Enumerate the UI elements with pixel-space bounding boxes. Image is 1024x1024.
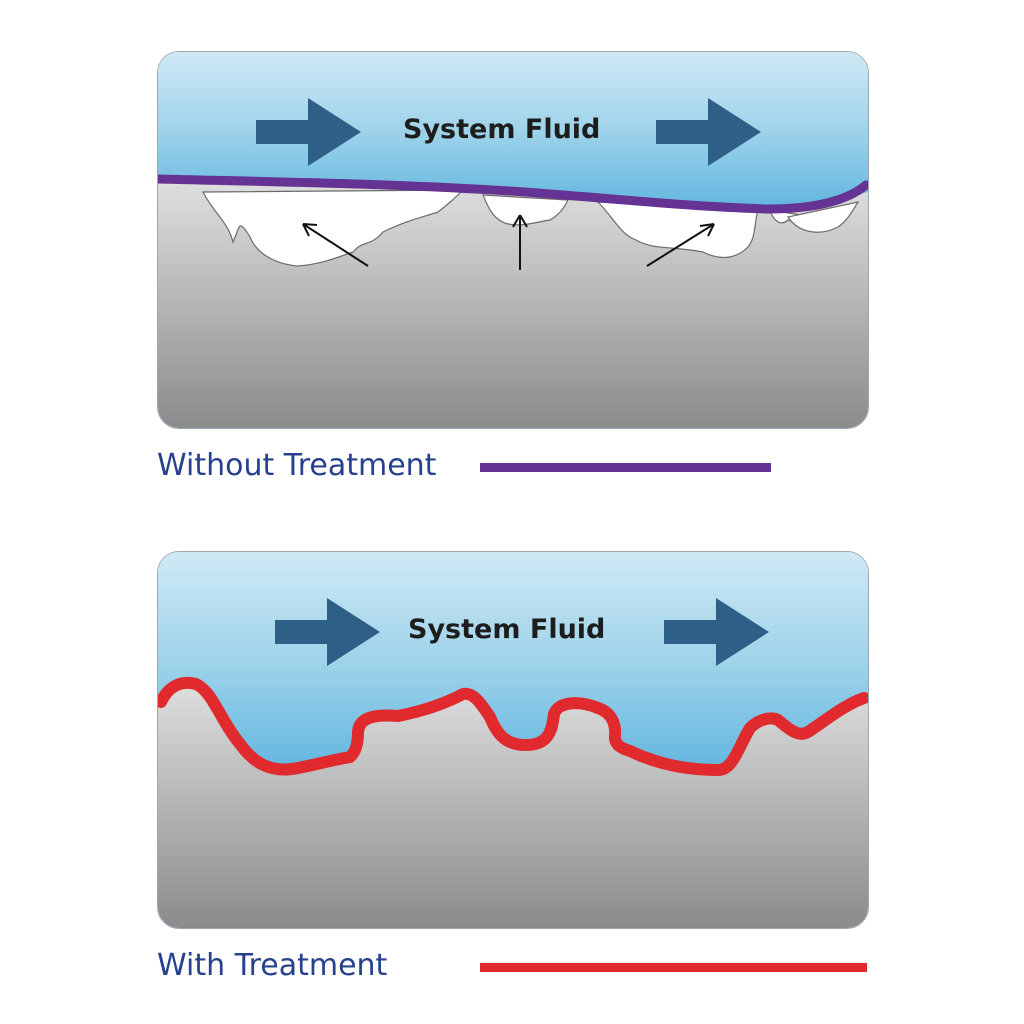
- surface-pits: [202, 189, 860, 267]
- fluid-label: System Fluid: [403, 114, 601, 145]
- boundary-line: [158, 174, 868, 214]
- fluid-label: System Fluid: [408, 614, 606, 645]
- force-arrow-icon: [302, 223, 369, 267]
- diagram-panel-with-treatment: System Fluid: [157, 551, 869, 929]
- flow-arrow-icon: [275, 598, 380, 666]
- legend-label-with-treatment: With Treatment: [157, 948, 388, 983]
- force-arrow-icon: [512, 214, 528, 270]
- flow-arrow-icon: [664, 598, 769, 666]
- flow-arrow-icon: [256, 98, 361, 166]
- boundary-line: [158, 677, 868, 776]
- legend-line-with-treatment: [480, 963, 867, 972]
- panel-graphic: [158, 552, 868, 928]
- panel-graphic: [158, 52, 868, 428]
- legend-label-without-treatment: Without Treatment: [157, 448, 437, 483]
- fluid-region: [158, 52, 868, 209]
- legend-line-without-treatment: [480, 463, 771, 472]
- force-arrow-icon: [646, 223, 715, 267]
- diagram-panel-without-treatment: System Fluid: [157, 51, 869, 429]
- flow-arrow-icon: [656, 98, 761, 166]
